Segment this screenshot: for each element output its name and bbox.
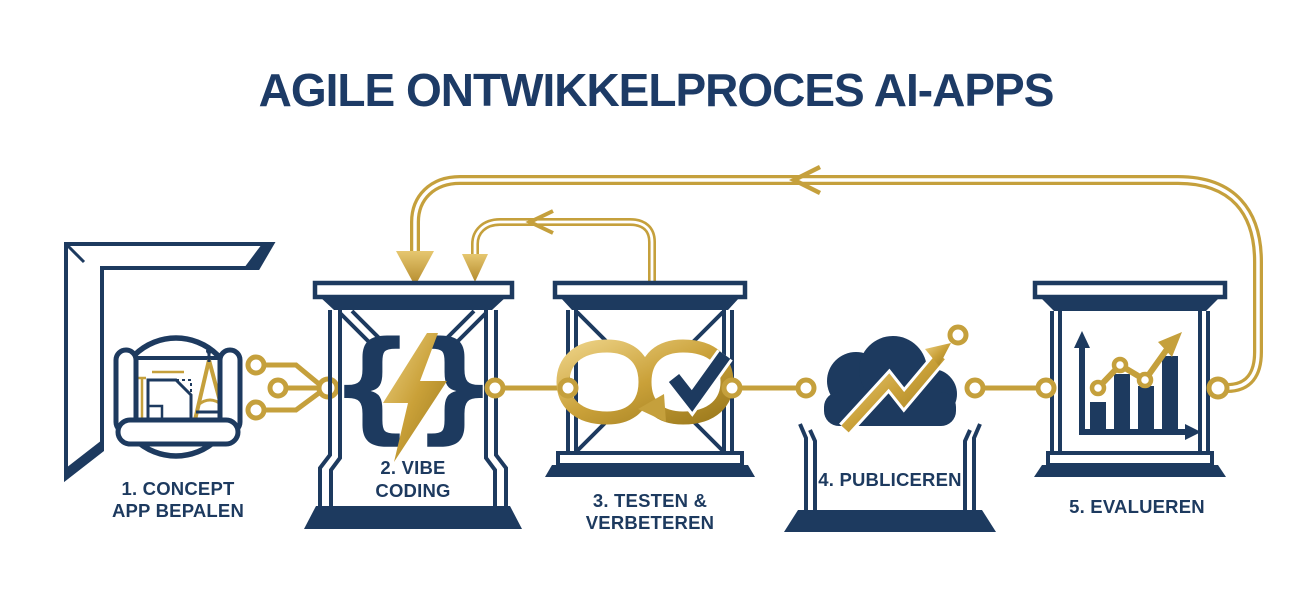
stage-3-testen: 3. TESTEN & VERBETEREN	[545, 280, 755, 533]
bar-chart-trend-icon	[1074, 331, 1201, 440]
feedback-loop-evalueren-to-vibecoding	[396, 164, 1263, 393]
arrowhead-left-chevron	[788, 164, 822, 196]
circuit-node	[557, 377, 579, 399]
scroll-bottom-roll	[115, 417, 241, 447]
circuit-node	[964, 377, 986, 399]
circuit-connector-1-2	[245, 354, 340, 421]
tray-frame-4	[798, 423, 982, 512]
machine-base-2	[304, 506, 522, 529]
circuit-node	[1035, 377, 1057, 399]
machine-base-5	[1034, 465, 1226, 477]
circuit-node	[947, 324, 969, 346]
arrowhead-left-chevron-small	[525, 209, 554, 235]
circuit-node-loop-start	[1206, 376, 1230, 400]
corner-bracket	[64, 242, 276, 483]
trend-arrowhead	[1158, 332, 1182, 357]
circuit-node	[795, 377, 817, 399]
stage-5-label-line-1: 5. EVALUEREN	[1069, 496, 1205, 517]
tray-base-4	[784, 510, 996, 532]
stage-1-label-line-2: APP BEPALEN	[112, 500, 244, 521]
stage-4-publiceren: 4. PUBLICEREN	[784, 324, 996, 532]
page-title: AGILE ONTWIKKELPROCES AI-APPS	[259, 64, 1054, 116]
blueprint-icon	[113, 335, 243, 459]
stage-2-label-line-1: 2. VIBE	[380, 457, 445, 478]
circuit-node	[721, 377, 743, 399]
stage-5-evalueren: 5. EVALUEREN	[1032, 280, 1230, 517]
chart-axes	[1079, 344, 1188, 435]
stage-2-vibe-coding: { } 2. VIBE CODING	[304, 280, 522, 529]
arrowhead-down-small	[462, 254, 488, 282]
trend-line	[1095, 343, 1173, 391]
cloud-growth-arrow-icon	[824, 324, 969, 435]
checkmark-icon	[668, 351, 731, 412]
lightning-bolt-icon	[383, 333, 447, 462]
machine-frame-5	[1032, 280, 1228, 477]
circuit-node	[484, 377, 506, 399]
machine-base-3	[545, 465, 755, 477]
stage-2-label-line-2: CODING	[375, 480, 450, 501]
stage-3-label-line-1: 3. TESTEN &	[593, 490, 707, 511]
circuit-node	[245, 399, 267, 421]
infinity-symbol	[556, 339, 734, 425]
growth-arrowhead	[925, 343, 951, 366]
chart-bars	[1090, 356, 1178, 429]
stage-4-label-line-1: 4. PUBLICEREN	[818, 469, 961, 490]
infinity-loop-checkmark-icon	[556, 339, 734, 425]
circuit-node	[245, 354, 267, 376]
stage-1-label-line-1: 1. CONCEPT	[121, 478, 235, 499]
stage-3-label-line-2: VERBETEREN	[586, 512, 714, 533]
arrowhead-down-large	[396, 251, 434, 286]
loop-arrowhead	[638, 394, 666, 422]
y-axis-arrowhead	[1074, 331, 1090, 348]
x-axis-arrowhead	[1185, 424, 1201, 440]
code-braces-lightning-icon: { }	[329, 317, 498, 462]
stage-1-concept: 1. CONCEPT APP BEPALEN	[64, 242, 276, 521]
circuit-node	[267, 377, 289, 399]
feedback-loop-testen-to-vibecoding	[462, 209, 656, 282]
